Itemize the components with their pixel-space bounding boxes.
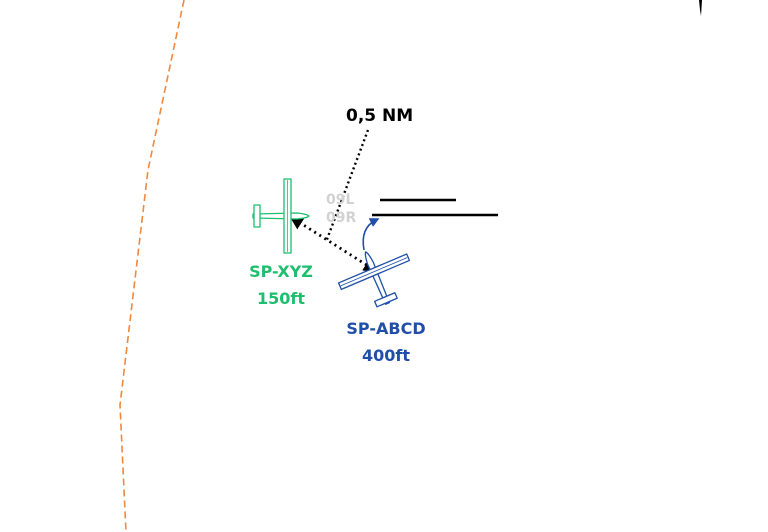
aircraft-sp-xyz-callsign: SP-XYZ: [249, 262, 313, 281]
turn-arrow: [362, 218, 380, 251]
aircraft-sp-abcd-callsign: SP-ABCD: [346, 319, 426, 338]
aircraft-sp-xyz-icon[interactable]: [252, 178, 310, 254]
aircraft-sp-abcd-icon[interactable]: [332, 237, 422, 317]
distance-label: 0,5 NM: [346, 106, 414, 126]
runway-09l-label: 09L: [326, 192, 355, 208]
airspace-boundary-line: [119, 0, 185, 532]
edge-mark: [699, 0, 702, 16]
aircraft-sp-abcd-altitude: 400ft: [361, 346, 410, 365]
runway-09r-label: 09R: [326, 210, 357, 226]
aircraft-sp-xyz-altitude: 150ft: [256, 289, 305, 308]
